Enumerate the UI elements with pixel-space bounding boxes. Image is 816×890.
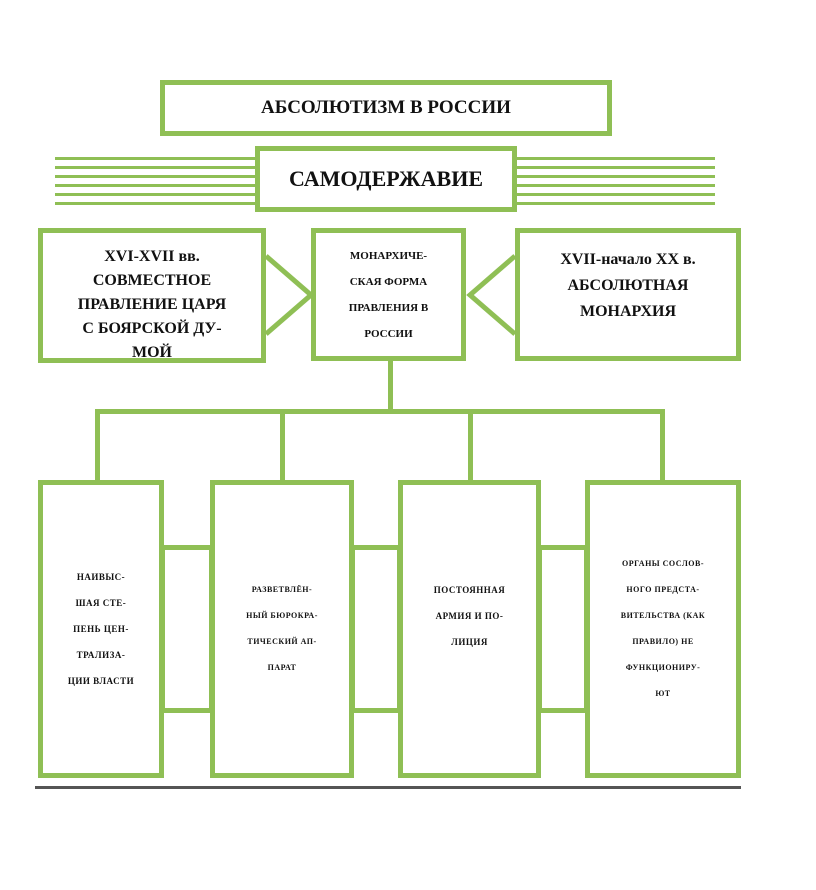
left-arrow: [264, 254, 315, 336]
text-line: РОССИИ: [364, 327, 413, 340]
right-arrow: [466, 254, 517, 336]
text-line: ОРГАНЫ СОСЛОВ-: [621, 559, 705, 568]
title-box: АБСОЛЮТИЗМ В РОССИИ: [160, 80, 612, 136]
text-line: XVII-начало XX в.: [560, 251, 696, 268]
text-line: НАИВЫС-: [76, 572, 126, 582]
feature-box-bureaucracy: РАЗВЕТВЛЁН- НЫЙ БЮРОКРА- ТИЧЕСКИЙ АП- ПАРАТ: [210, 480, 354, 778]
link-rect: [350, 545, 402, 713]
text-line: НОГО ПРЕДСТА-: [626, 585, 700, 594]
text-line: ШАЯ СТЕ-: [75, 598, 127, 608]
autocracy-text: САМОДЕРЖАВИЕ: [288, 166, 484, 191]
feature-box-estates: ОРГАНЫ СОСЛОВ- НОГО ПРЕДСТА- ВИТЕЛЬСТВА (К…: [585, 480, 741, 778]
text-line: АРМИЯ И ПО-: [435, 611, 504, 621]
text-line: НЫЙ БЮРОКРА-: [246, 611, 318, 620]
text-line: ТРАЛИЗА-: [76, 650, 126, 660]
tree-trunk: [388, 361, 393, 413]
tree-bar: [95, 409, 665, 414]
text-line: РАЗВЕТВЛЁН-: [251, 585, 313, 594]
text-line: МОНАРХИЧЕ-: [349, 249, 428, 262]
text-line: ПРАВЛЕНИЯ В: [348, 301, 429, 314]
text-line: ПРАВЛЕНИЕ ЦАРЯ: [77, 296, 227, 313]
text-line: ТИЧЕСКИЙ АП-: [247, 637, 317, 646]
feature-box-centralization: НАИВЫС- ШАЯ СТЕ- ПЕНЬ ЦЕН- ТРАЛИЗА- ЦИИ ВЛАС…: [38, 480, 164, 778]
center-form-box: МОНАРХИЧЕ- СКАЯ ФОРМА ПРАВЛЕНИЯ В РОССИИ: [311, 228, 466, 361]
tree-branch: [280, 409, 285, 481]
feature-box-army: ПОСТОЯННАЯ АРМИЯ И ПО- ЛИЦИЯ: [398, 480, 541, 778]
title-text: АБСОЛЮТИЗМ В РОССИИ: [261, 97, 511, 118]
text-line: XVI-XVII вв.: [104, 248, 200, 265]
left-period-box: XVI-XVII вв. СОВМЕСТНОЕ ПРАВЛЕНИЕ ЦАРЯ С БО…: [38, 228, 266, 363]
text-line: АБСОЛЮТНАЯ: [567, 277, 689, 294]
autocracy-box: САМОДЕРЖАВИЕ: [255, 146, 517, 212]
text-line: ЦИИ ВЛАСТИ: [67, 676, 135, 686]
text-line: ПЕНЬ ЦЕН-: [73, 624, 129, 634]
link-rect: [160, 545, 214, 713]
text-line: СОВМЕСТНОЕ: [92, 272, 212, 289]
right-period-box: XVII-начало XX в. АБСОЛЮТНАЯ МОНАРХИЯ: [515, 228, 741, 361]
bottom-rule: [35, 786, 741, 789]
text-line: ЛИЦИЯ: [451, 637, 488, 647]
tree-branch: [468, 409, 473, 481]
text-line: ВИТЕЛЬСТВА (КАК: [620, 611, 706, 620]
text-line: СКАЯ ФОРМА: [349, 275, 428, 288]
text-line: ПОСТОЯННАЯ: [433, 585, 506, 595]
text-line: ПАРАТ: [267, 663, 297, 672]
text-line: МОЙ: [131, 344, 172, 361]
text-line: ПРАВИЛО) НЕ: [632, 637, 694, 646]
text-line: МОНАРХИЯ: [579, 303, 676, 320]
text-line: С БОЯРСКОЙ ДУ-: [82, 320, 222, 337]
tree-branch: [660, 409, 665, 481]
text-line: ФУНКЦИОНИРУ-: [625, 663, 701, 672]
text-line: ЮТ: [655, 689, 671, 698]
tree-branch: [95, 409, 100, 481]
link-rect: [537, 545, 589, 713]
